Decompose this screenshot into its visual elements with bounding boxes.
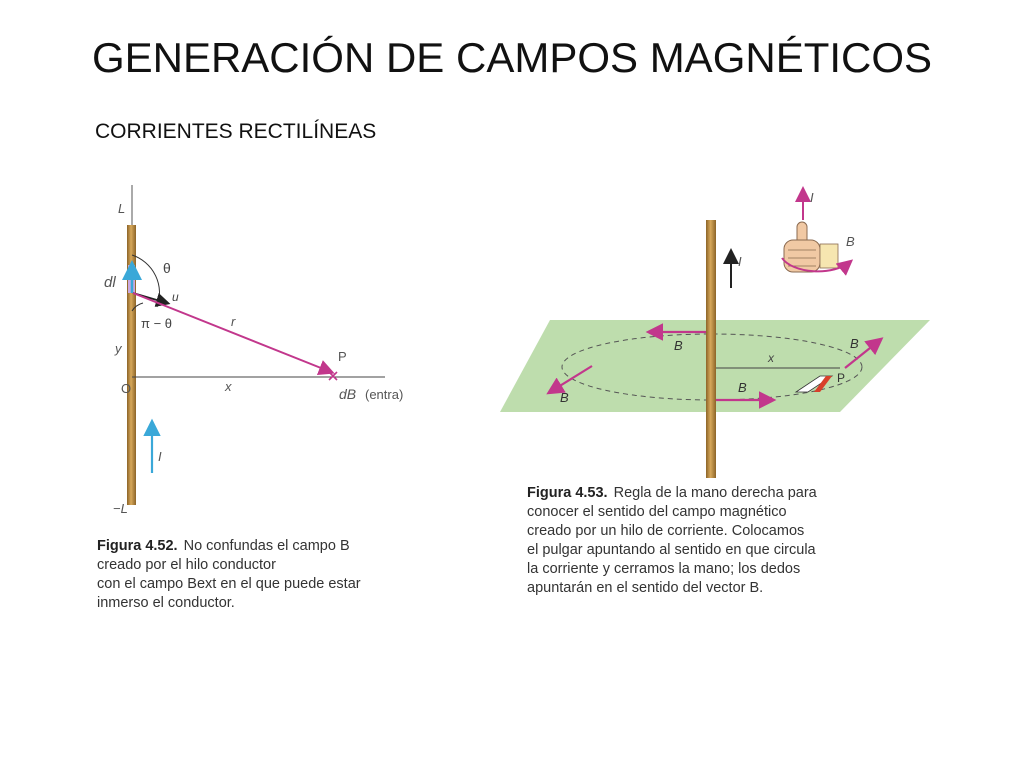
label-entra: (entra)	[365, 387, 403, 402]
caption-line: apuntarán en el sentido del vector B.	[527, 580, 764, 596]
wire-conductor	[706, 220, 716, 478]
label-B-left: B	[560, 390, 569, 405]
figure-4-53-number: Figura 4.53.	[527, 485, 608, 501]
label-B-top-left: B	[674, 338, 683, 353]
label-x: x	[767, 351, 775, 365]
caption-line: el pulgar apuntando al sentido en que ci…	[527, 542, 816, 558]
figure-4-52-number: Figura 4.52.	[97, 538, 178, 554]
caption-line: creado por el hilo conductor	[97, 557, 276, 573]
figure-4-53-diagram: I I B B B B B x P	[500, 186, 930, 478]
b-arrow-right	[844, 337, 884, 369]
caption-line: inmerso el conductor.	[97, 595, 235, 611]
label-I-hand: I	[810, 190, 814, 205]
hand-marker-red	[814, 376, 832, 392]
label-y: y	[114, 341, 123, 356]
label-I: I	[158, 449, 162, 464]
figure-4-52: L −L θ π − θ dl u r y O x P dB (entra) I	[95, 185, 415, 625]
b-arrow-left	[546, 365, 593, 395]
caption-line: creado por un hilo de corriente. Colocam…	[527, 523, 805, 539]
label-u: u	[172, 290, 179, 304]
pi-theta-arc	[131, 302, 144, 312]
caption-line: la corriente y cerramos la mano; los ded…	[527, 561, 801, 577]
label-dB: dB	[339, 386, 356, 402]
label-theta: θ	[163, 260, 171, 276]
slide-subtitle: CORRIENTES RECTILÍNEAS	[95, 120, 377, 143]
wire-conductor	[127, 225, 136, 505]
label-P: P	[338, 349, 347, 364]
label-O: O	[121, 381, 131, 396]
label-P: P	[837, 371, 845, 385]
caption-line: conocer el sentido del campo magnético	[527, 504, 787, 520]
label-B-right: B	[850, 336, 859, 351]
label-x: x	[224, 379, 232, 394]
caption-line: con el campo Bext en el que puede estar	[97, 576, 361, 592]
label-L-top: L	[118, 201, 125, 216]
label-L-bottom: −L	[113, 501, 128, 516]
point-p-marker	[328, 371, 338, 381]
field-line-circle	[561, 333, 863, 401]
label-I-wire: I	[738, 254, 742, 269]
r-vector	[132, 292, 335, 375]
label-r: r	[231, 314, 236, 329]
label-B-hand: B	[846, 234, 855, 249]
label-pi-minus-theta: π − θ	[141, 316, 172, 331]
figure-4-52-caption: Figura 4.52. No confundas el campo B crea…	[97, 537, 397, 613]
slide-title: GENERACIÓN DE CAMPOS MAGNÉTICOS	[91, 34, 933, 81]
label-B-front: B	[738, 380, 747, 395]
caption-line: Regla de la mano derecha para	[613, 485, 817, 501]
caption-line: No confundas el campo B	[183, 538, 350, 554]
thumbs-up-hand-icon	[781, 186, 854, 276]
label-dl: dl	[104, 274, 116, 291]
figure-4-53-caption: Figura 4.53. Regla de la mano derecha par…	[527, 484, 847, 598]
figure-4-53: I I B B B B B x P	[500, 180, 940, 630]
figure-4-52-diagram: L −L θ π − θ dl u r y O x P dB (entra) I	[104, 185, 403, 516]
